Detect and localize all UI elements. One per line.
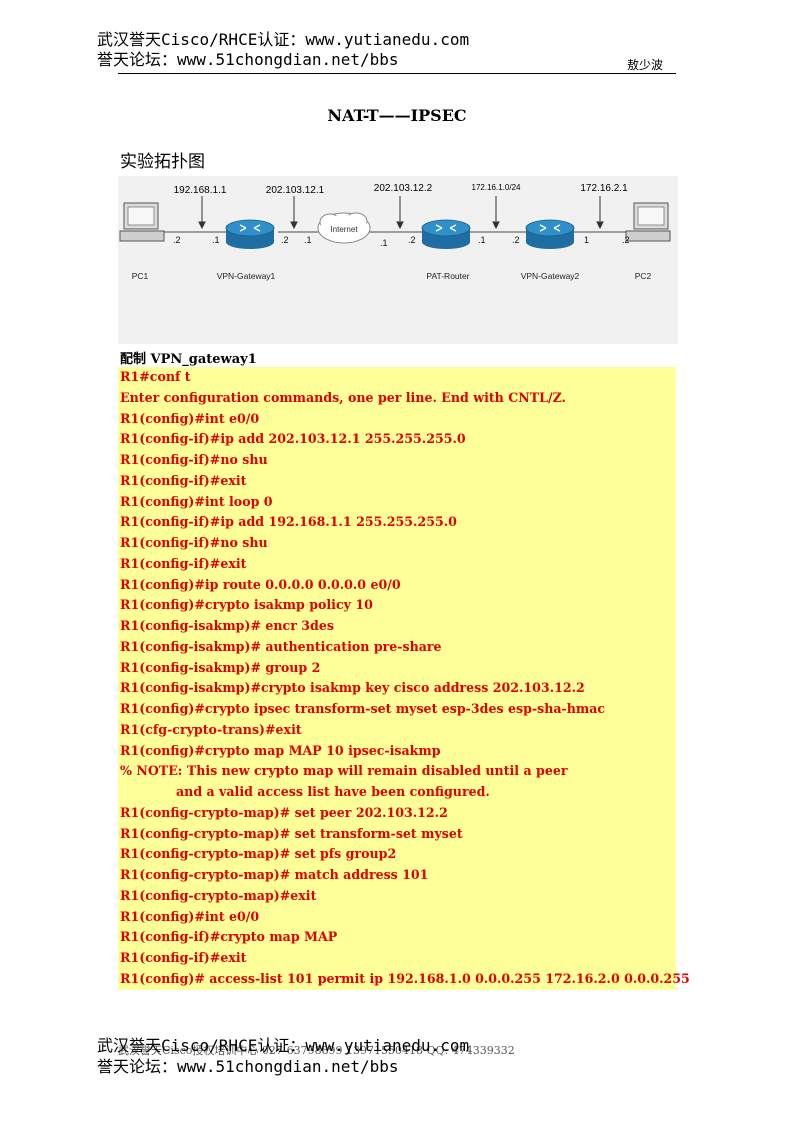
ip-label: 202.103.12.2: [374, 183, 433, 194]
config-line: R1(config-isakmp)# encr 3des: [120, 618, 334, 633]
config-line: R1(config)#crypto map MAP 10 ipsec-isakm…: [120, 743, 441, 758]
header-forum-line: 誉天论坛：www.51chongdian.net/bbs: [97, 50, 399, 69]
document-title: NAT-T——IPSEC: [327, 106, 467, 125]
config-line: R1(config-crypto-map)#exit: [120, 888, 317, 903]
config-line: R1(config-crypto-map)# set peer 202.103.…: [120, 805, 448, 820]
internet-cloud-icon: [317, 212, 371, 244]
author-name: 敖少波: [626, 58, 663, 72]
ip-label: 192.168.1.1: [174, 185, 227, 196]
config-line: R1(config-if)#exit: [120, 473, 247, 488]
config-code-block: R1#conf t Enter configuration commands, …: [118, 367, 690, 990]
port-label: .2: [408, 235, 416, 245]
port-label: .2: [281, 235, 289, 245]
config-line: R1(config)#ip route 0.0.0.0 0.0.0.0 e0/0: [120, 577, 401, 592]
config-line: R1(config)# access-list 101 permit ip 19…: [120, 971, 690, 986]
topology-heading: 实验拓扑图: [120, 152, 205, 172]
vpn-gateway2-router-icon: [525, 219, 575, 249]
arrowhead-192-168-1-1: [198, 221, 206, 230]
config-line: R1(config-if)#no shu: [120, 535, 268, 550]
arrowhead-202-103-12-1: [290, 221, 298, 230]
port-label: .2: [622, 235, 630, 245]
arrowhead-172-16-2-1: [596, 221, 604, 230]
config-line: R1#conf t: [120, 369, 191, 384]
device-label-pc1: PC1: [132, 271, 149, 281]
device-label-vpn-gateway1: VPN-Gateway1: [217, 271, 276, 281]
port-label: .1: [212, 235, 220, 245]
ip-label: 172.16.2.1: [580, 183, 628, 194]
config-line: R1(config-if)#crypto map MAP: [120, 929, 338, 944]
arrowhead-202-103-12-2: [396, 221, 404, 230]
device-label-vpn-gateway2: VPN-Gateway2: [521, 271, 580, 281]
config-line: R1(config)#int e0/0: [120, 411, 260, 426]
config-line: R1(config-isakmp)# authentication pre-sh…: [120, 639, 442, 654]
ip-label: 202.103.12.1: [266, 185, 325, 196]
config-line: R1(config-isakmp)# group 2: [120, 660, 321, 675]
port-label: .1: [304, 235, 312, 245]
config-line: R1(config-crypto-map)# set transform-set…: [120, 826, 463, 841]
port-label: .1: [478, 235, 486, 245]
vpn-gateway1-router-icon: [225, 219, 275, 249]
port-label: .1: [380, 238, 388, 248]
config-line: R1(config-isakmp)#crypto isakmp key cisc…: [120, 680, 585, 695]
config-line: R1(config-if)#exit: [120, 556, 247, 571]
footer-contact-info: 武汉誉天Cisco授权培训中心 027-63798899 13971550418…: [118, 1044, 515, 1057]
pc1-computer-icon: [119, 202, 165, 242]
footer-site-line: 武汉誉天Cisco/RHCE认证：www.yutianedu.com: [97, 1036, 470, 1055]
config-line: R1(config)#int e0/0: [120, 909, 260, 924]
config-line: R1(config-if)#ip add 202.103.12.1 255.25…: [120, 431, 466, 446]
port-label: 1: [584, 235, 589, 245]
config-line: R1(config-crypto-map)# match address 101: [120, 867, 429, 882]
internet-label: Internet: [330, 225, 358, 234]
config-note-line: and a valid access list have been config…: [176, 784, 490, 799]
config-note-line: % NOTE: This new crypto map will remain …: [120, 763, 568, 778]
pc2-computer-icon: [625, 202, 671, 242]
config-line: R1(config-if)#ip add 192.168.1.1 255.255…: [120, 514, 457, 529]
footer-forum-line: 誉天论坛：www.51chongdian.net/bbs: [97, 1057, 399, 1076]
device-label-pat-router: PAT-Router: [426, 271, 469, 281]
port-label: .2: [512, 235, 520, 245]
config-line: R1(config)#int loop 0: [120, 494, 273, 509]
header-divider: [118, 73, 676, 74]
port-label: .2: [173, 235, 181, 245]
config-line: R1(config-if)#exit: [120, 950, 247, 965]
config-line: R1(config-if)#no shu: [120, 452, 268, 467]
arrowhead-172-16-1-0: [492, 221, 500, 230]
ip-label: 172.16.1.0/24: [472, 183, 521, 192]
config-line: R1(config)#crypto ipsec transform-set my…: [120, 701, 606, 716]
config-line: R1(config)#crypto isakmp policy 10: [120, 597, 373, 612]
device-label-pc2: PC2: [635, 271, 652, 281]
config-line: R1(cfg-crypto-trans)#exit: [120, 722, 302, 737]
header-site-line: 武汉誉天Cisco/RHCE认证：www.yutianedu.com: [97, 30, 470, 49]
config-line: Enter configuration commands, one per li…: [120, 390, 566, 405]
config-heading: 配制 VPN_gateway1: [120, 352, 257, 367]
network-topology-diagram: Internet 192.168.1.1 202.103.12.1 202.10…: [118, 176, 678, 344]
pat-router-icon: [421, 219, 471, 249]
config-line: R1(config-crypto-map)# set pfs group2: [120, 846, 397, 861]
